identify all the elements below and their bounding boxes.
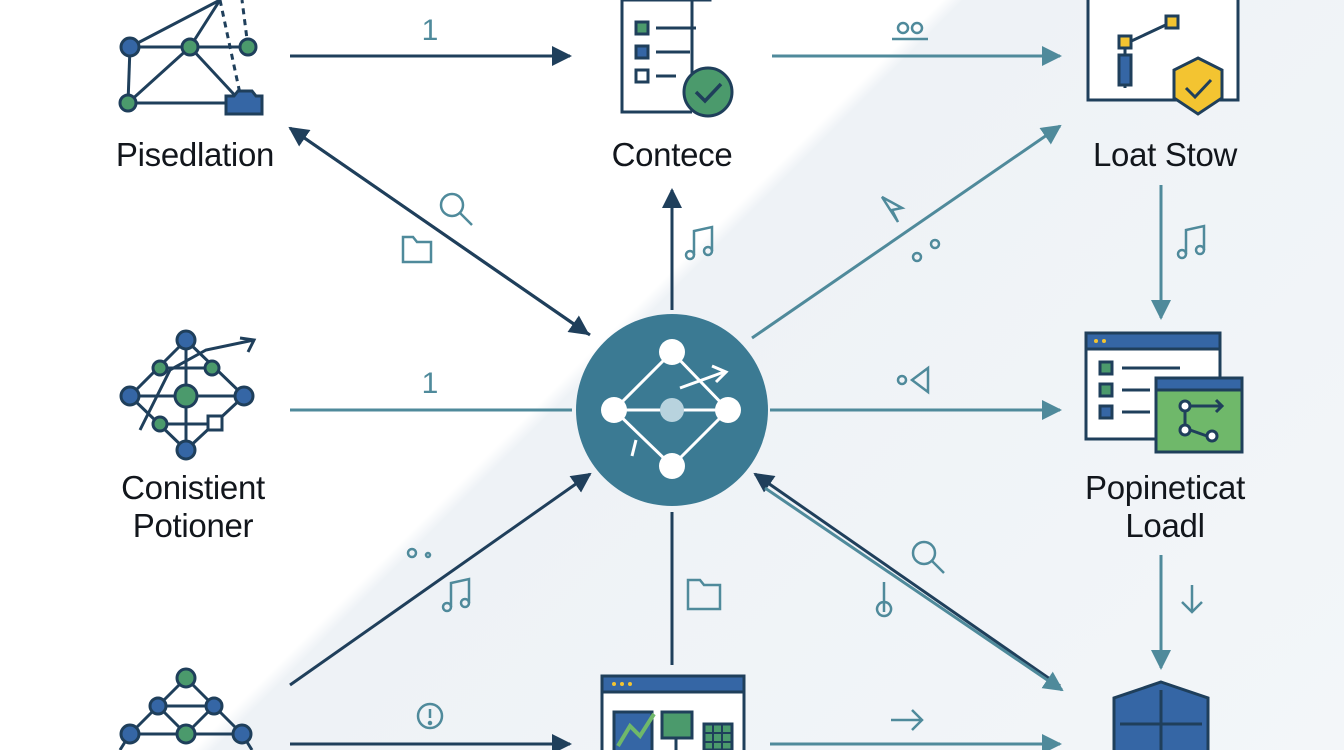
down-arrow-icon — [1181, 585, 1203, 614]
right-arrow-icon — [891, 709, 924, 731]
edge-hub-to-top-right — [751, 124, 1062, 340]
cursor-icon — [880, 195, 906, 223]
mesh-network-icon — [118, 667, 254, 750]
edge-bottom-left-to-hub — [289, 472, 592, 687]
node-label-top-left: Pisedlation — [115, 136, 275, 173]
dashboard-windows-icon — [1084, 331, 1244, 454]
edge-label-mid-right-speaker — [896, 365, 930, 395]
search-icon — [439, 192, 473, 226]
music-note-icon — [684, 225, 714, 261]
node-label-mid-left-line2: Potioner — [132, 507, 254, 544]
music-note-icon — [441, 577, 471, 613]
node-label-top-center: Contece — [611, 136, 733, 173]
dots-icon — [406, 547, 432, 559]
edge-label-mid-left: 1 — [422, 367, 439, 400]
node-label-mid-left-line1: Conistient — [121, 469, 265, 506]
folder-icon — [401, 235, 433, 264]
music-note-icon — [1176, 224, 1206, 260]
shield-window-icon — [1086, 0, 1240, 116]
edges — [288, 46, 1171, 750]
checklist-document-icon — [620, 0, 734, 118]
edge-top-left-to-hub — [299, 133, 590, 336]
edge-decorations: 1 1 — [401, 14, 1206, 731]
edge-label-top-left: 1 — [422, 14, 439, 47]
node-label-mid-right-line1: Popineticat — [1085, 469, 1245, 506]
edge-bottom-right-to-hub — [753, 472, 1061, 688]
edge-hub-to-bottom-right — [764, 486, 1064, 692]
edge-glyph-b — [875, 582, 893, 618]
node-label-top-right: Loat Stow — [1092, 136, 1238, 173]
analytics-window-icon — [600, 674, 746, 750]
info-icon — [416, 702, 444, 730]
network-trend-icon — [119, 329, 257, 461]
folder-icon — [686, 578, 722, 611]
central-hub-icon — [576, 314, 768, 506]
search-icon — [911, 540, 945, 574]
security-shield-icon — [1112, 680, 1210, 750]
node-label-mid-right-line2: Loadl — [1125, 507, 1205, 544]
dots-icon — [911, 238, 941, 263]
edge-label-top-right-dots — [892, 21, 928, 41]
network-graph-icon — [118, 0, 264, 116]
